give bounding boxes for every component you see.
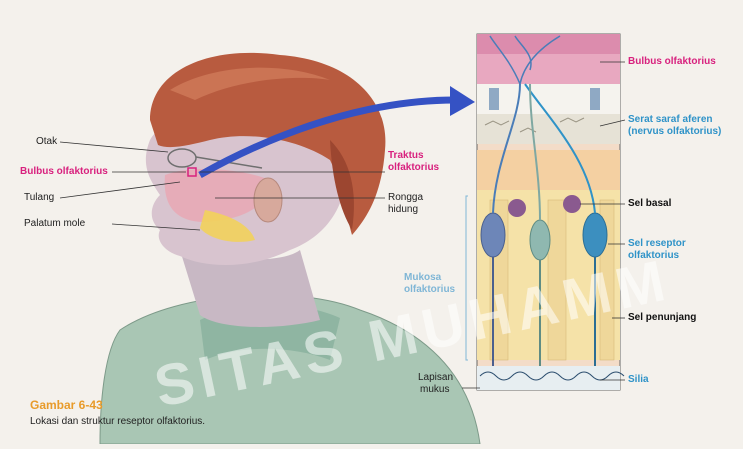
label-bulbus-left: Bulbus olfaktorius <box>20 166 108 178</box>
label-serat-1: Serat saraf aferen <box>628 114 713 126</box>
caption-number: Gambar 6-43 <box>30 398 103 412</box>
label-bulbus-right: Bulbus olfaktorius <box>628 56 716 68</box>
label-rongga-2: hidung <box>388 204 418 216</box>
label-mukosa-1: Mukosa <box>404 272 441 284</box>
label-serat-2: (nervus olfaktorius) <box>628 126 721 138</box>
label-lapisan-1: Lapisan <box>418 372 453 384</box>
caption-text: Lokasi dan struktur reseptor olfaktorius… <box>30 416 205 427</box>
label-rongga-1: Rongga <box>388 192 423 204</box>
label-palatum: Palatum mole <box>24 218 85 230</box>
label-tulang: Tulang <box>24 192 54 204</box>
label-traktus-2: olfaktorius <box>388 162 439 174</box>
label-silia: Silia <box>628 374 649 386</box>
label-lapisan-2: mukus <box>420 384 449 396</box>
ear <box>254 178 282 222</box>
label-traktus-1: Traktus <box>388 150 424 162</box>
label-sel-basal: Sel basal <box>628 198 671 210</box>
label-otak: Otak <box>36 136 57 148</box>
